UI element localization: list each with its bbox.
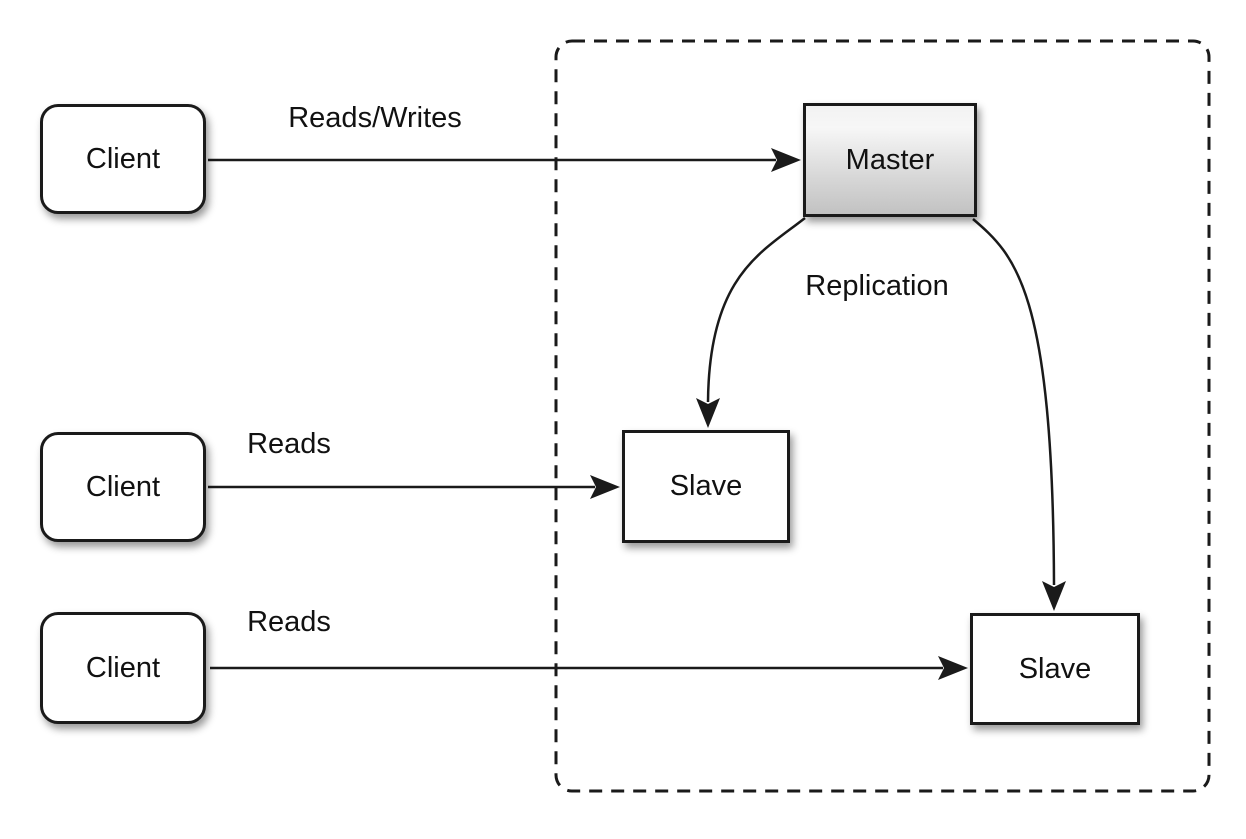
arrow-master-to-slave1 [706, 217, 806, 403]
node-master-label: Master [845, 143, 935, 176]
arrowhead-client1-to-master [771, 148, 801, 172]
edge-label-replication: Replication [805, 270, 949, 302]
edge-label-reads-2: Reads [247, 428, 331, 460]
arrowhead-client3-to-slave2 [938, 656, 968, 680]
node-client-3: Client [40, 612, 206, 724]
node-client-2-label: Client [85, 470, 161, 503]
edge-label-reads-writes: Reads/Writes [288, 102, 462, 134]
arrowhead-client2-to-slave1 [590, 475, 620, 499]
node-slave-1-label: Slave [669, 470, 743, 502]
node-client-3-label: Client [85, 651, 161, 684]
arrowhead-master-to-slave2 [1042, 581, 1066, 611]
replication-zone-boundary [554, 39, 1211, 793]
node-master: Master [803, 103, 977, 217]
node-client-1-label: Client [85, 142, 161, 175]
node-client-1: Client [40, 104, 206, 214]
arrowhead-master-to-slave1 [696, 398, 720, 428]
node-slave-1: Slave [622, 430, 790, 543]
arrow-master-to-slave2 [972, 218, 1056, 586]
node-slave-2-label: Slave [1018, 652, 1092, 685]
node-client-2: Client [40, 432, 206, 542]
node-slave-2: Slave [970, 613, 1140, 725]
edge-label-reads-3: Reads [247, 606, 331, 638]
